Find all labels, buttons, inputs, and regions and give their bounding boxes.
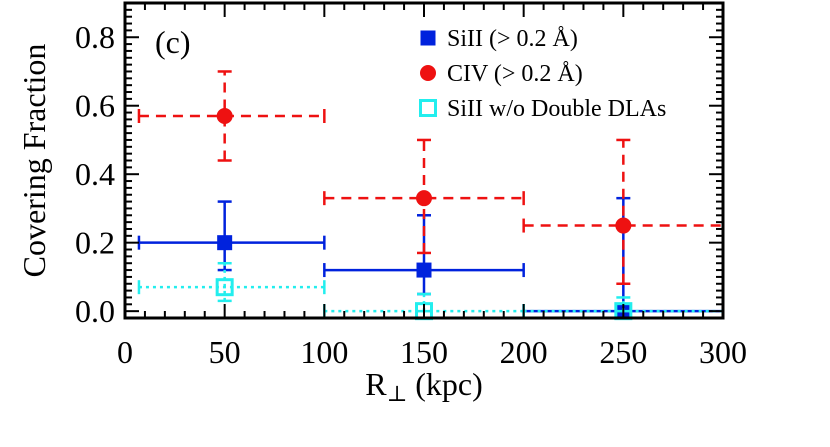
x-tick-label: 150 <box>400 334 448 370</box>
data-point-open-square <box>215 278 234 297</box>
x-tick-label: 300 <box>699 334 747 370</box>
panel-label: (c) <box>155 24 191 60</box>
y-axis-title: Covering Fraction <box>16 44 52 278</box>
data-point-circle <box>615 217 632 234</box>
legend-symbol-square <box>420 30 436 46</box>
legend-symbol-circle <box>420 65 436 81</box>
data-point-square <box>416 262 432 278</box>
legend: SiII (> 0.2 Å) CIV (> 0.2 Å) SiII w/o Doub… <box>419 26 666 122</box>
x-axis-title-subscript: ⊥ <box>387 381 408 406</box>
y-tick-label: 0.6 <box>75 88 115 124</box>
legend-symbol-open-square <box>419 99 437 117</box>
y-tick-label: 0.0 <box>75 293 115 329</box>
legend-label: SiII w/o Double DLAs <box>447 96 666 122</box>
x-axis-title-main: R <box>365 366 387 402</box>
data-point-circle <box>216 107 233 124</box>
x-tick-label: 250 <box>599 334 647 370</box>
y-tick-label: 0.2 <box>75 225 115 261</box>
x-tick-label: 0 <box>117 334 133 370</box>
x-tick-label: 50 <box>209 334 241 370</box>
legend-label: CIV (> 0.2 Å) <box>447 61 583 87</box>
x-axis-title-unit: (kpc) <box>415 366 483 402</box>
y-tick-label: 0.4 <box>75 156 115 192</box>
y-tick-label: 0.8 <box>75 19 115 55</box>
x-tick-label: 200 <box>500 334 548 370</box>
legend-label: SiII (> 0.2 Å) <box>447 26 578 52</box>
data-point-circle <box>416 190 432 207</box>
data-point-square <box>217 235 233 251</box>
x-axis-title: R⊥ (kpc) <box>365 366 483 406</box>
x-tick-label: 100 <box>300 334 348 370</box>
